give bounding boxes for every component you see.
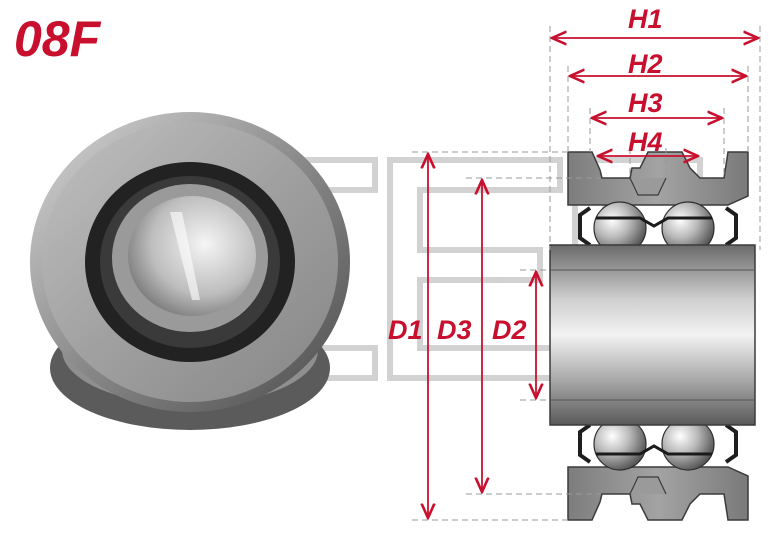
dimension-label-d3: D3 xyxy=(437,315,472,345)
bearing-photo xyxy=(30,112,350,430)
extension-lines xyxy=(412,26,761,521)
dimension-label-d2: D2 xyxy=(492,315,527,345)
outer-ring-top xyxy=(567,151,749,206)
dimension-label-h4: H4 xyxy=(628,127,663,157)
inner-ring xyxy=(549,244,756,426)
dimension-label-d1: D1 xyxy=(388,315,423,345)
dimension-arrows xyxy=(428,38,758,518)
balls xyxy=(593,201,715,471)
dimension-label-h3: H3 xyxy=(628,88,663,118)
seals xyxy=(578,206,738,464)
outer-ring-bottom xyxy=(567,466,749,521)
dimension-label-h1: H1 xyxy=(628,4,663,34)
model-code-label: 08F xyxy=(14,11,101,67)
dimension-label-h2: H2 xyxy=(628,49,663,79)
